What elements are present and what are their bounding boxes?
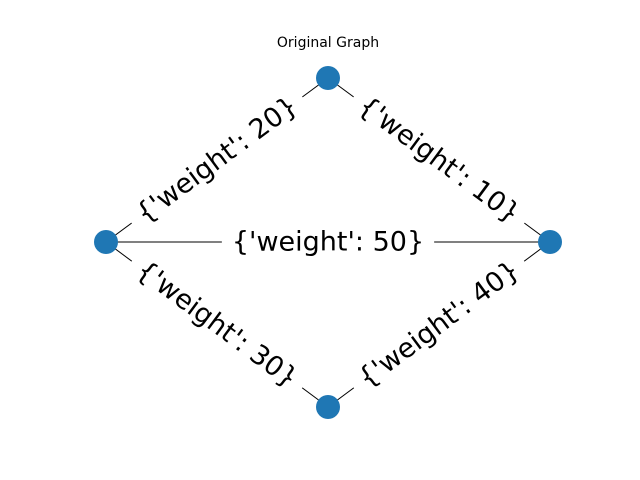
node-right	[538, 230, 562, 254]
graph-title: Original Graph	[276, 35, 380, 51]
edge-label-background	[121, 82, 313, 238]
nodes-layer	[94, 66, 562, 419]
node-bottom	[316, 395, 340, 419]
edge-label: {'weight': 40}	[353, 255, 526, 395]
edge-label-group: {'weight': 50}	[221, 224, 435, 260]
edge-label-background	[121, 247, 313, 402]
edge-label-group: {'weight': 30}	[121, 247, 313, 402]
edge-label-background	[221, 224, 435, 260]
edge-label: {'weight': 20}	[130, 90, 303, 229]
edge-label: {'weight': 10}	[352, 90, 525, 229]
edge-label-group: {'weight': 10}	[343, 82, 535, 238]
node-left	[94, 230, 118, 254]
edge-label-group: {'weight': 20}	[121, 82, 313, 238]
edge-label-background	[343, 82, 535, 238]
edge-label: {'weight': 50}	[232, 227, 424, 258]
edge-label: {'weight': 30}	[131, 255, 304, 395]
edge-label-background	[343, 247, 535, 402]
edge-label-group: {'weight': 40}	[343, 247, 535, 402]
node-top	[316, 66, 340, 90]
